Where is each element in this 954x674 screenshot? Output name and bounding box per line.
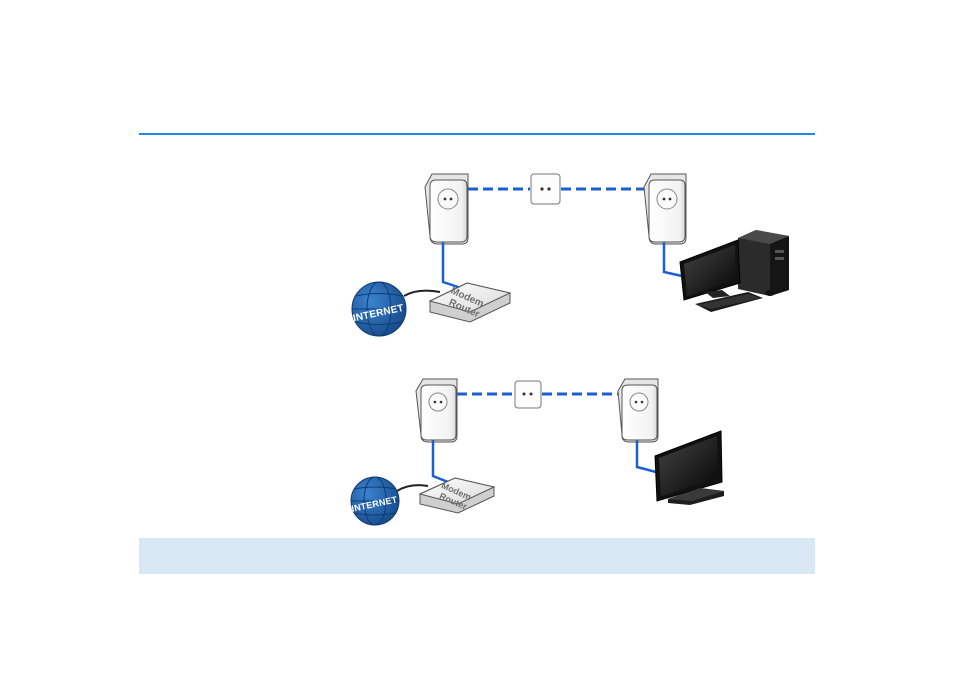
powerline-adapter-icon bbox=[415, 378, 458, 443]
diagram-2: Modem Router INTERNET bbox=[350, 378, 724, 526]
powerline-adapter-icon bbox=[643, 173, 687, 245]
wall-outlet-icon bbox=[530, 173, 561, 205]
header-rule bbox=[139, 133, 815, 135]
network-cable bbox=[662, 242, 683, 278]
television-icon bbox=[654, 430, 724, 505]
powerline-adapter-icon bbox=[424, 173, 469, 245]
network-cable bbox=[441, 242, 462, 290]
internet-cable bbox=[403, 289, 441, 297]
internet-globe-icon: INTERNET bbox=[350, 476, 400, 526]
wall-outlet-icon bbox=[514, 380, 542, 409]
note-box bbox=[139, 538, 815, 574]
internet-globe-icon: INTERNET bbox=[351, 281, 407, 337]
internet-cable bbox=[396, 484, 429, 492]
modem-router-icon: Modem Router bbox=[428, 282, 512, 323]
network-cable bbox=[431, 440, 449, 484]
powerline-adapter-icon bbox=[617, 378, 659, 443]
desktop-computer-icon bbox=[679, 230, 789, 312]
modem-router-icon: Modem Router bbox=[418, 477, 496, 514]
network-cable bbox=[635, 440, 657, 474]
diagram-1: Modem Router INTERNET bbox=[351, 173, 789, 337]
